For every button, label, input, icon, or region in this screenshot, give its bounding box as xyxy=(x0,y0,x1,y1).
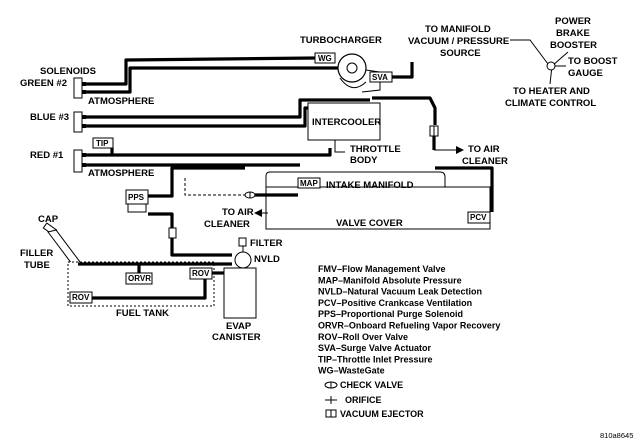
to-boost-label-2: GAUGE xyxy=(568,68,603,79)
abbreviation-line: NVLD–Natural Vacuum Leak Detection xyxy=(318,287,482,297)
valve-cover-box xyxy=(265,186,491,230)
filter-label: FILTER xyxy=(250,238,283,249)
throttle-link xyxy=(334,140,345,153)
intercooler-box xyxy=(307,102,381,141)
solenoid-red xyxy=(73,149,86,173)
abbreviation-line: MAP–Manifold Absolute Pressure xyxy=(318,275,462,285)
solenoids-label: SOLENOIDS xyxy=(40,66,96,77)
intake-manifold-outline xyxy=(265,171,446,187)
red-solenoid-label: RED #1 xyxy=(30,150,64,161)
cap-label: CAP xyxy=(38,214,59,225)
hose-sva xyxy=(392,62,414,79)
to-heater-label-1: TO HEATER AND xyxy=(513,86,590,97)
hose-green-to-turbo xyxy=(86,66,338,94)
vacuum-tee-icon xyxy=(546,61,556,71)
abbreviation-line: PPS–Proportional Purge Solenoid xyxy=(318,309,463,319)
power-brake-label-2: BRAKE xyxy=(556,28,590,39)
to-air-cleaner-right-2: CLEANER xyxy=(462,156,508,167)
to-air-cleaner-right-1: TO AIR xyxy=(468,144,500,155)
pcv-label: PCV xyxy=(470,213,487,222)
hose-pcv xyxy=(435,166,494,212)
air-cleaner-arrow-icon xyxy=(456,146,464,154)
evap-label-2: CANISTER xyxy=(212,332,261,343)
vent-dashed-line xyxy=(184,178,245,196)
power-brake-label-1: POWER xyxy=(555,16,591,27)
orvr-label: ORVR xyxy=(128,274,151,283)
turbocharger-label: TURBOCHARGER xyxy=(300,35,382,46)
orifice-legend-label: ORIFICE xyxy=(345,395,382,405)
atmosphere-top-label: ATMOSPHERE xyxy=(88,96,154,107)
rov-left-label: ROV xyxy=(72,293,90,302)
check-valve-legend-icon xyxy=(324,381,338,389)
atmosphere-bottom-label: ATMOSPHERE xyxy=(88,168,154,179)
nvld-label: NVLD xyxy=(254,254,280,265)
pps-label: PPS xyxy=(128,193,145,202)
turbocharger xyxy=(337,53,381,93)
hose-right-loop xyxy=(372,96,437,125)
rov-right-label: ROV xyxy=(192,269,210,278)
throttle-body-label-2: BODY xyxy=(350,155,378,166)
power-brake-label-3: BOOSTER xyxy=(550,40,597,51)
orifice-icon xyxy=(168,227,177,239)
to-manifold-label-2: VACUUM / PRESSURE xyxy=(408,36,509,47)
to-boost-label-1: TO BOOST xyxy=(568,56,618,67)
to-manifold-label-3: SOURCE xyxy=(440,48,481,59)
sva-label: SVA xyxy=(372,73,388,82)
figure-id: 810a8645 xyxy=(600,431,633,440)
filler-tube-label-2: TUBE xyxy=(24,260,50,271)
abbreviation-line: ROV–Roll Over Valve xyxy=(318,332,408,342)
solenoid-blue xyxy=(73,111,86,133)
hose-red-upper xyxy=(86,148,332,157)
valve-cover-label: VALVE COVER xyxy=(336,218,403,229)
vacuum-ejector-legend-icon xyxy=(325,409,337,418)
air-cleaner-left-arrow-icon xyxy=(254,209,262,217)
intercooler-label: INTERCOOLER xyxy=(312,117,381,128)
map-box xyxy=(297,177,321,189)
abbreviation-line: SVA–Surge Valve Actuator xyxy=(318,343,432,353)
throttle-body-label-1: THROTTLE xyxy=(350,144,401,155)
hose-rov xyxy=(92,279,207,300)
abbreviation-line: ORVR–Onboard Refueling Vapor Recovery xyxy=(318,321,500,331)
hose-to-evap xyxy=(170,238,232,257)
to-air-cleaner-left-2: CLEANER xyxy=(204,219,250,230)
blue-solenoid-label: BLUE #3 xyxy=(30,112,69,123)
check-valve-legend-label: CHECK VALVE xyxy=(340,380,403,390)
hose-blue-upper xyxy=(86,98,370,119)
fuel-tank-label: FUEL TANK xyxy=(116,308,169,319)
pps-body xyxy=(127,203,147,213)
symbol-legend: CHECK VALVE ORIFICE VACUUM EJECTOR xyxy=(324,380,424,419)
vacuum-ejector-legend-label: VACUUM EJECTOR xyxy=(340,409,424,419)
hose-pps-to-manifold xyxy=(148,166,245,198)
tip-label: TIP xyxy=(96,139,109,148)
pcv-box xyxy=(467,211,491,224)
green-solenoid-label: GREEN #2 xyxy=(20,78,67,89)
solenoid-green xyxy=(73,77,86,99)
wg-label: WG xyxy=(318,54,332,63)
abbreviation-line: FMV–Flow Management Valve xyxy=(318,264,446,274)
evap-canister xyxy=(223,267,257,319)
abbreviation-line: WG–WasteGate xyxy=(318,366,385,376)
filter-icon xyxy=(238,237,247,247)
abbreviation-line: TIP–Throttle Inlet Pressure xyxy=(318,354,433,364)
intake-manifold-label: INTAKE MANIFOLD xyxy=(326,180,414,191)
abbreviation-line: PCV–Positive Crankcase Ventilation xyxy=(318,298,472,308)
to-manifold-label-1: TO MANIFOLD xyxy=(425,24,491,35)
filler-tube-label-1: FILLER xyxy=(20,248,53,259)
orifice-legend-icon xyxy=(325,396,337,404)
to-heater-label-2: CLIMATE CONTROL xyxy=(505,98,596,109)
hose-green-to-wg xyxy=(86,56,316,86)
vacuum-ejector-icon xyxy=(429,125,439,137)
hose-pps-down xyxy=(148,212,174,228)
check-valve-mid-icon xyxy=(244,191,256,199)
tip-box xyxy=(92,137,114,149)
nvld-device xyxy=(234,251,252,269)
manifold-source-line xyxy=(510,39,549,65)
evap-label-1: EVAP xyxy=(226,321,252,332)
to-air-cleaner-left-1: TO AIR xyxy=(222,207,254,218)
map-label: MAP xyxy=(300,179,318,188)
